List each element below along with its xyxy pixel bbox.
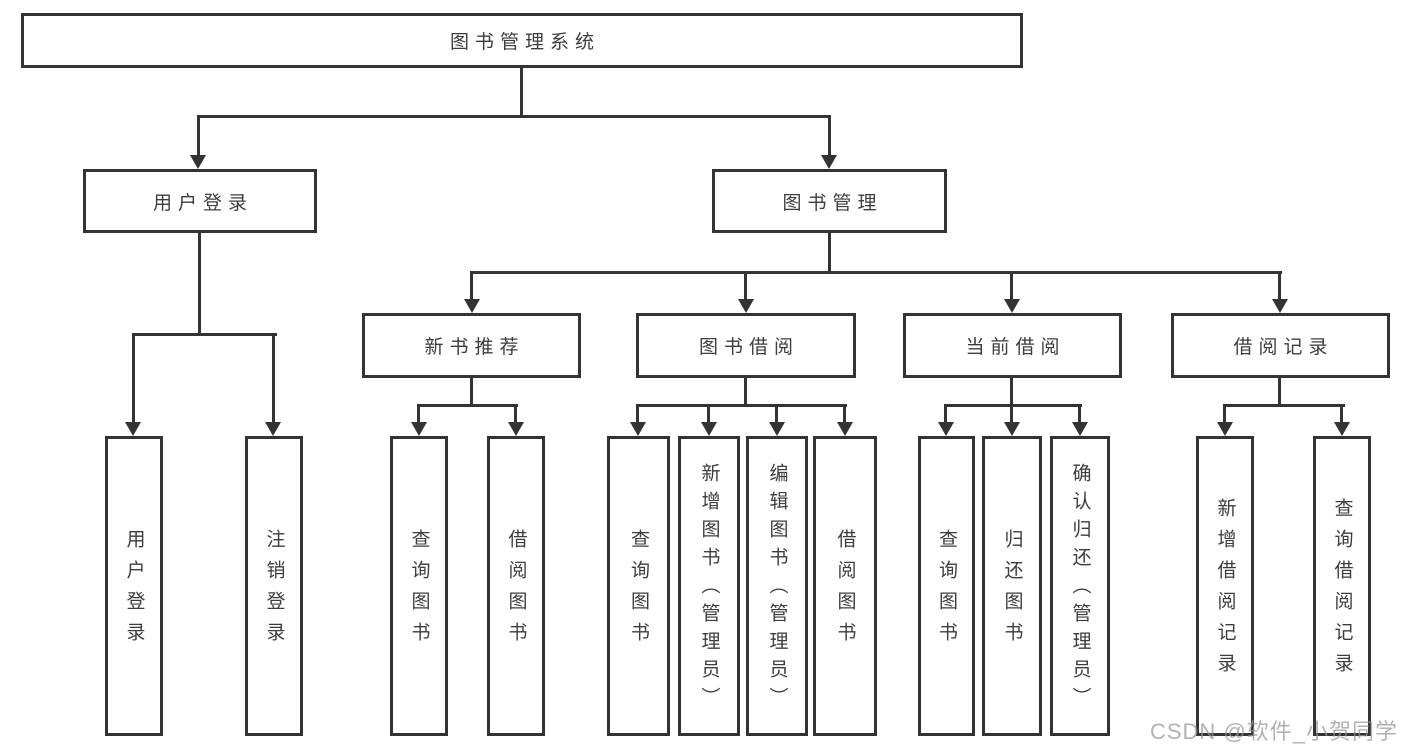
node-leaf-user-login: 用户登录 bbox=[105, 436, 163, 736]
node-current-borrowing: 当前借阅 bbox=[903, 313, 1122, 378]
edge-line bbox=[843, 404, 846, 423]
edge-line bbox=[417, 404, 518, 407]
edge-line bbox=[636, 404, 639, 423]
node-leaf-borrow-book-bb: 借阅图书 bbox=[813, 436, 877, 736]
edge-line bbox=[470, 271, 1282, 274]
arrow-down-icon bbox=[738, 299, 754, 313]
edge-line bbox=[828, 115, 831, 155]
arrow-down-icon bbox=[769, 422, 785, 436]
edge-line bbox=[744, 271, 747, 299]
edge-line bbox=[470, 378, 473, 407]
edge-line bbox=[470, 271, 473, 299]
arrow-down-icon bbox=[938, 422, 954, 436]
node-leaf-add-book-admin: 新增图书（管理员） bbox=[678, 436, 740, 736]
node-leaf-logout: 注销登录 bbox=[245, 436, 303, 736]
node-leaf-edit-book-admin: 编辑图书（管理员） bbox=[746, 436, 808, 736]
node-leaf-confirm-return-admin: 确认归还（管理员） bbox=[1050, 436, 1110, 736]
edge-line bbox=[197, 115, 831, 118]
edge-line bbox=[636, 404, 847, 407]
node-leaf-query-book-rec: 查询图书 bbox=[390, 436, 448, 736]
edge-line bbox=[132, 333, 277, 336]
edge-line bbox=[1278, 271, 1281, 299]
edge-line bbox=[197, 115, 200, 155]
edge-line bbox=[1278, 378, 1281, 407]
arrow-down-icon bbox=[1004, 422, 1020, 436]
edge-line bbox=[744, 378, 747, 407]
arrow-down-icon bbox=[508, 422, 524, 436]
edge-line bbox=[1010, 378, 1013, 407]
edge-line bbox=[1223, 404, 1226, 423]
edge-line bbox=[1010, 404, 1013, 423]
arrow-down-icon bbox=[464, 299, 480, 313]
node-leaf-query-borrow-record: 查询借阅记录 bbox=[1313, 436, 1371, 736]
edge-line bbox=[944, 404, 947, 423]
arrow-down-icon bbox=[701, 422, 717, 436]
edge-line bbox=[944, 404, 1082, 407]
csdn-watermark: CSDN @软件_小贺同学 bbox=[1149, 719, 1398, 744]
node-leaf-add-borrow-record: 新增借阅记录 bbox=[1196, 436, 1254, 736]
arrow-down-icon bbox=[1272, 299, 1288, 313]
edge-line bbox=[272, 333, 275, 422]
arrow-down-icon bbox=[1072, 422, 1088, 436]
edge-line bbox=[775, 404, 778, 423]
edge-line bbox=[1223, 404, 1345, 407]
edge-line bbox=[828, 233, 831, 274]
edge-line bbox=[417, 404, 420, 423]
arrow-down-icon bbox=[125, 422, 141, 436]
edge-line bbox=[132, 333, 135, 422]
arrow-down-icon bbox=[1334, 422, 1350, 436]
node-new-book-recommendation: 新书推荐 bbox=[362, 313, 581, 378]
edge-line bbox=[198, 233, 201, 336]
arrow-down-icon bbox=[837, 422, 853, 436]
edge-line bbox=[707, 404, 710, 423]
node-leaf-query-book-cb: 查询图书 bbox=[918, 436, 975, 736]
arrow-down-icon bbox=[1004, 299, 1020, 313]
node-book-borrowing: 图书借阅 bbox=[636, 313, 856, 378]
arrow-down-icon bbox=[265, 422, 281, 436]
arrow-down-icon bbox=[190, 155, 206, 169]
arrow-down-icon bbox=[1217, 422, 1233, 436]
node-leaf-return-book: 归还图书 bbox=[982, 436, 1042, 736]
arrow-down-icon bbox=[411, 422, 427, 436]
node-user-login-branch: 用户登录 bbox=[83, 169, 317, 233]
edge-line bbox=[514, 404, 517, 423]
edge-line bbox=[1010, 271, 1013, 299]
node-book-management-branch: 图书管理 bbox=[712, 169, 947, 233]
edge-line bbox=[1078, 404, 1081, 423]
node-root-system: 图书管理系统 bbox=[21, 13, 1023, 68]
node-leaf-borrow-book-rec: 借阅图书 bbox=[487, 436, 545, 736]
arrow-down-icon bbox=[630, 422, 646, 436]
edge-line bbox=[1340, 404, 1343, 423]
arrow-down-icon bbox=[821, 155, 837, 169]
node-leaf-query-book-bb: 查询图书 bbox=[607, 436, 670, 736]
node-borrowing-records: 借阅记录 bbox=[1171, 313, 1390, 378]
edge-line bbox=[520, 68, 523, 118]
